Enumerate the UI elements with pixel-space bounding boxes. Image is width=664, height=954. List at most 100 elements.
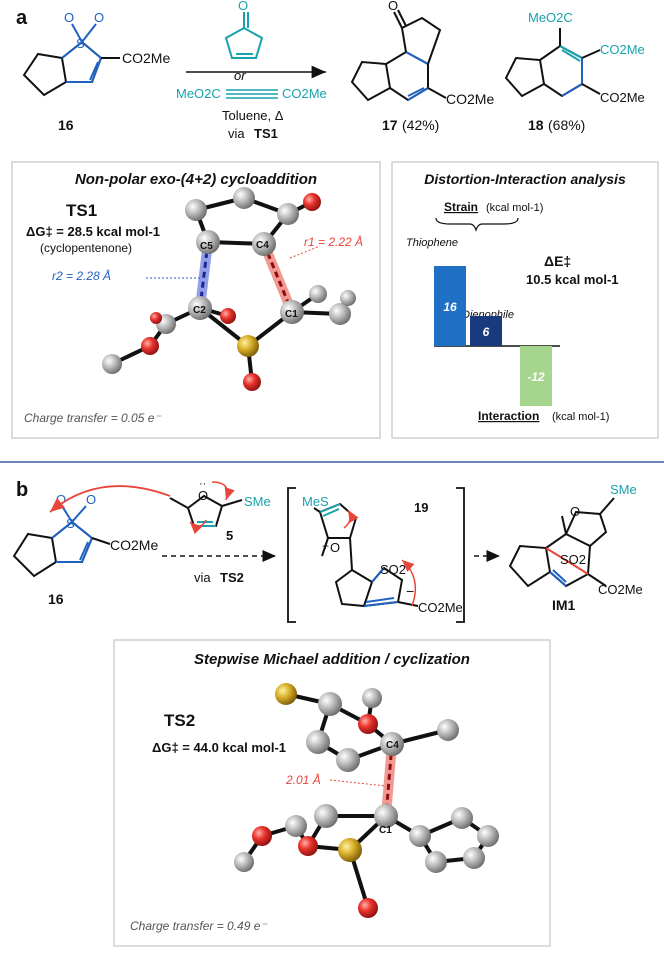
ts1-atom-c5: C5 xyxy=(200,241,213,252)
furan-label: 5 xyxy=(226,528,233,543)
ts1-atom-c2: C2 xyxy=(193,305,206,316)
r1-leader xyxy=(289,245,321,259)
cyclopentenone-oxygen: O xyxy=(238,0,248,13)
ts1-charge-transfer: Charge transfer = 0.05 e⁻ xyxy=(24,411,162,425)
product-17-ester: CO2Me xyxy=(446,91,494,107)
di-bar-value-dienophile: 6 xyxy=(483,325,490,339)
compound-16-label: 16 xyxy=(58,117,74,133)
intermediate-so2: SO2 xyxy=(380,562,406,577)
ts1-atom-c4: C4 xyxy=(256,240,269,251)
intermediate-plus: + xyxy=(322,539,329,553)
or-label: or xyxy=(234,68,246,83)
compound-16b-ester: CO2Me xyxy=(110,537,158,553)
furan-lone-pair: ·· xyxy=(199,478,206,490)
compound-16b-o2: O xyxy=(86,492,96,507)
intermediate-ester: CO2Me xyxy=(418,600,463,615)
dienophile-ester-left: MeO2C xyxy=(176,86,221,101)
im1-ester: CO2Me xyxy=(598,582,643,597)
thiophene-label: Thiophene xyxy=(406,237,458,249)
ts1-r1: r1 = 2.22 Å xyxy=(304,234,363,249)
sulfone-o-atom: O xyxy=(64,10,74,25)
compound-16-ester: CO2Me xyxy=(122,50,170,66)
activation-label: ΔE‡ xyxy=(544,253,571,269)
compound-16b-structure xyxy=(12,505,111,578)
ts2-atom-c4: C4 xyxy=(386,740,399,751)
product-18-ester-right: CO2Me xyxy=(600,42,645,57)
furan-sme: SMe xyxy=(244,494,271,509)
ts1-panel: Non-polar exo-(4+2) cycloaddition TS1 ΔG… xyxy=(11,161,381,439)
alkyne-bond xyxy=(226,89,278,99)
panel-b-label: b xyxy=(16,479,28,501)
intermediate-19-structure xyxy=(313,502,419,608)
product-18-ester-top: MeO2C xyxy=(528,10,573,25)
ts2-name: TS2 xyxy=(164,711,195,730)
sulfone-o-atom-2: O xyxy=(94,10,104,25)
interaction-unit: (kcal mol-1) xyxy=(552,411,609,423)
product-18-structure xyxy=(504,28,601,98)
product-18-ester-bottom: CO2Me xyxy=(600,90,645,105)
curved-arrow-ring xyxy=(343,509,359,529)
compound-16b-label: 16 xyxy=(48,591,64,607)
intermediate-o: O xyxy=(330,540,340,555)
intermediate-minus: − xyxy=(406,583,414,599)
ts2-distance-leader xyxy=(329,779,387,787)
ts1-model xyxy=(102,187,356,391)
via-ts1-label: TS1 xyxy=(254,126,278,141)
sulfone-s-atom: S xyxy=(76,36,85,51)
im1-so2: SO2 xyxy=(560,552,586,567)
panel-a: a S O O CO2Me 16 O or MeO2C xyxy=(16,0,645,141)
im1-label: IM1 xyxy=(552,597,576,613)
strain-label: Strain xyxy=(444,200,478,214)
bracket-left xyxy=(287,487,296,623)
product-18-yield: (68%) xyxy=(548,117,585,133)
ts2-atom-c1: C1 xyxy=(379,825,392,836)
strain-brace xyxy=(435,217,519,232)
interaction-label: Interaction xyxy=(478,409,539,423)
di-title: Distortion-Interaction analysis xyxy=(424,171,626,187)
panel-a-label: a xyxy=(16,7,28,29)
via-prefix-b: via xyxy=(194,570,211,585)
ts1-atom-c1: C1 xyxy=(285,309,298,320)
curved-arrow-pi xyxy=(189,519,207,535)
di-bar-thiophene xyxy=(434,266,466,346)
di-panel: Distortion-Interaction analysis Strain (… xyxy=(391,161,659,439)
product-17-label: 17 xyxy=(382,117,398,133)
im1-structure xyxy=(508,497,615,588)
dienophile-ester-right: CO2Me xyxy=(282,86,327,101)
ts1-energy-note: (cyclopentenone) xyxy=(40,241,132,255)
compound-16b-s: S xyxy=(66,516,75,531)
ts1-name: TS1 xyxy=(66,201,97,220)
panel-b: b S O O CO2Me 16 O ·· SMe xyxy=(12,478,643,623)
cyclopentenone-structure xyxy=(224,12,264,59)
ts2-box xyxy=(113,639,551,947)
intermediate-sme: MeS xyxy=(302,494,329,509)
ts2-energy: ΔG‡ = 44.0 kcal mol-1 xyxy=(152,740,286,755)
conditions-label: Toluene, Δ xyxy=(222,108,284,123)
ts2-panel: Stepwise Michael addition / cyclization … xyxy=(113,639,551,947)
product-17-yield: (42%) xyxy=(402,117,439,133)
intermediate-label: 19 xyxy=(414,500,428,515)
compound-16-structure xyxy=(22,23,120,97)
ts1-energy: ΔG‡ = 28.5 kcal mol-1 xyxy=(26,224,160,239)
strain-unit: (kcal mol-1) xyxy=(486,202,543,214)
ts2-model xyxy=(234,683,499,918)
im1-o: O xyxy=(570,504,580,519)
product-17-oxygen: O xyxy=(388,0,398,13)
product-18-label: 18 xyxy=(528,117,544,133)
curved-arrow-lone-pair xyxy=(211,481,235,501)
ts2-charge-transfer: Charge transfer = 0.49 e⁻ xyxy=(130,919,268,933)
curved-arrow-attack xyxy=(49,485,171,513)
ts1-title: Non-polar exo-(4+2) cycloaddition xyxy=(75,171,317,188)
via-ts2-label: TS2 xyxy=(220,570,244,585)
di-bar-value-thiophene: 16 xyxy=(443,300,457,314)
furan-oxygen: O xyxy=(198,488,208,503)
ts2-title: Stepwise Michael addition / cyclization xyxy=(194,651,470,668)
im1-sme: SMe xyxy=(610,482,637,497)
activation-value: 10.5 kcal mol-1 xyxy=(526,272,619,287)
curved-arrow-cyclize xyxy=(401,559,417,607)
ts1-r2: r2 = 2.28 Å xyxy=(52,268,111,283)
ts2-distance: 2.01 Å xyxy=(285,772,321,787)
di-bar-interaction xyxy=(520,346,552,406)
